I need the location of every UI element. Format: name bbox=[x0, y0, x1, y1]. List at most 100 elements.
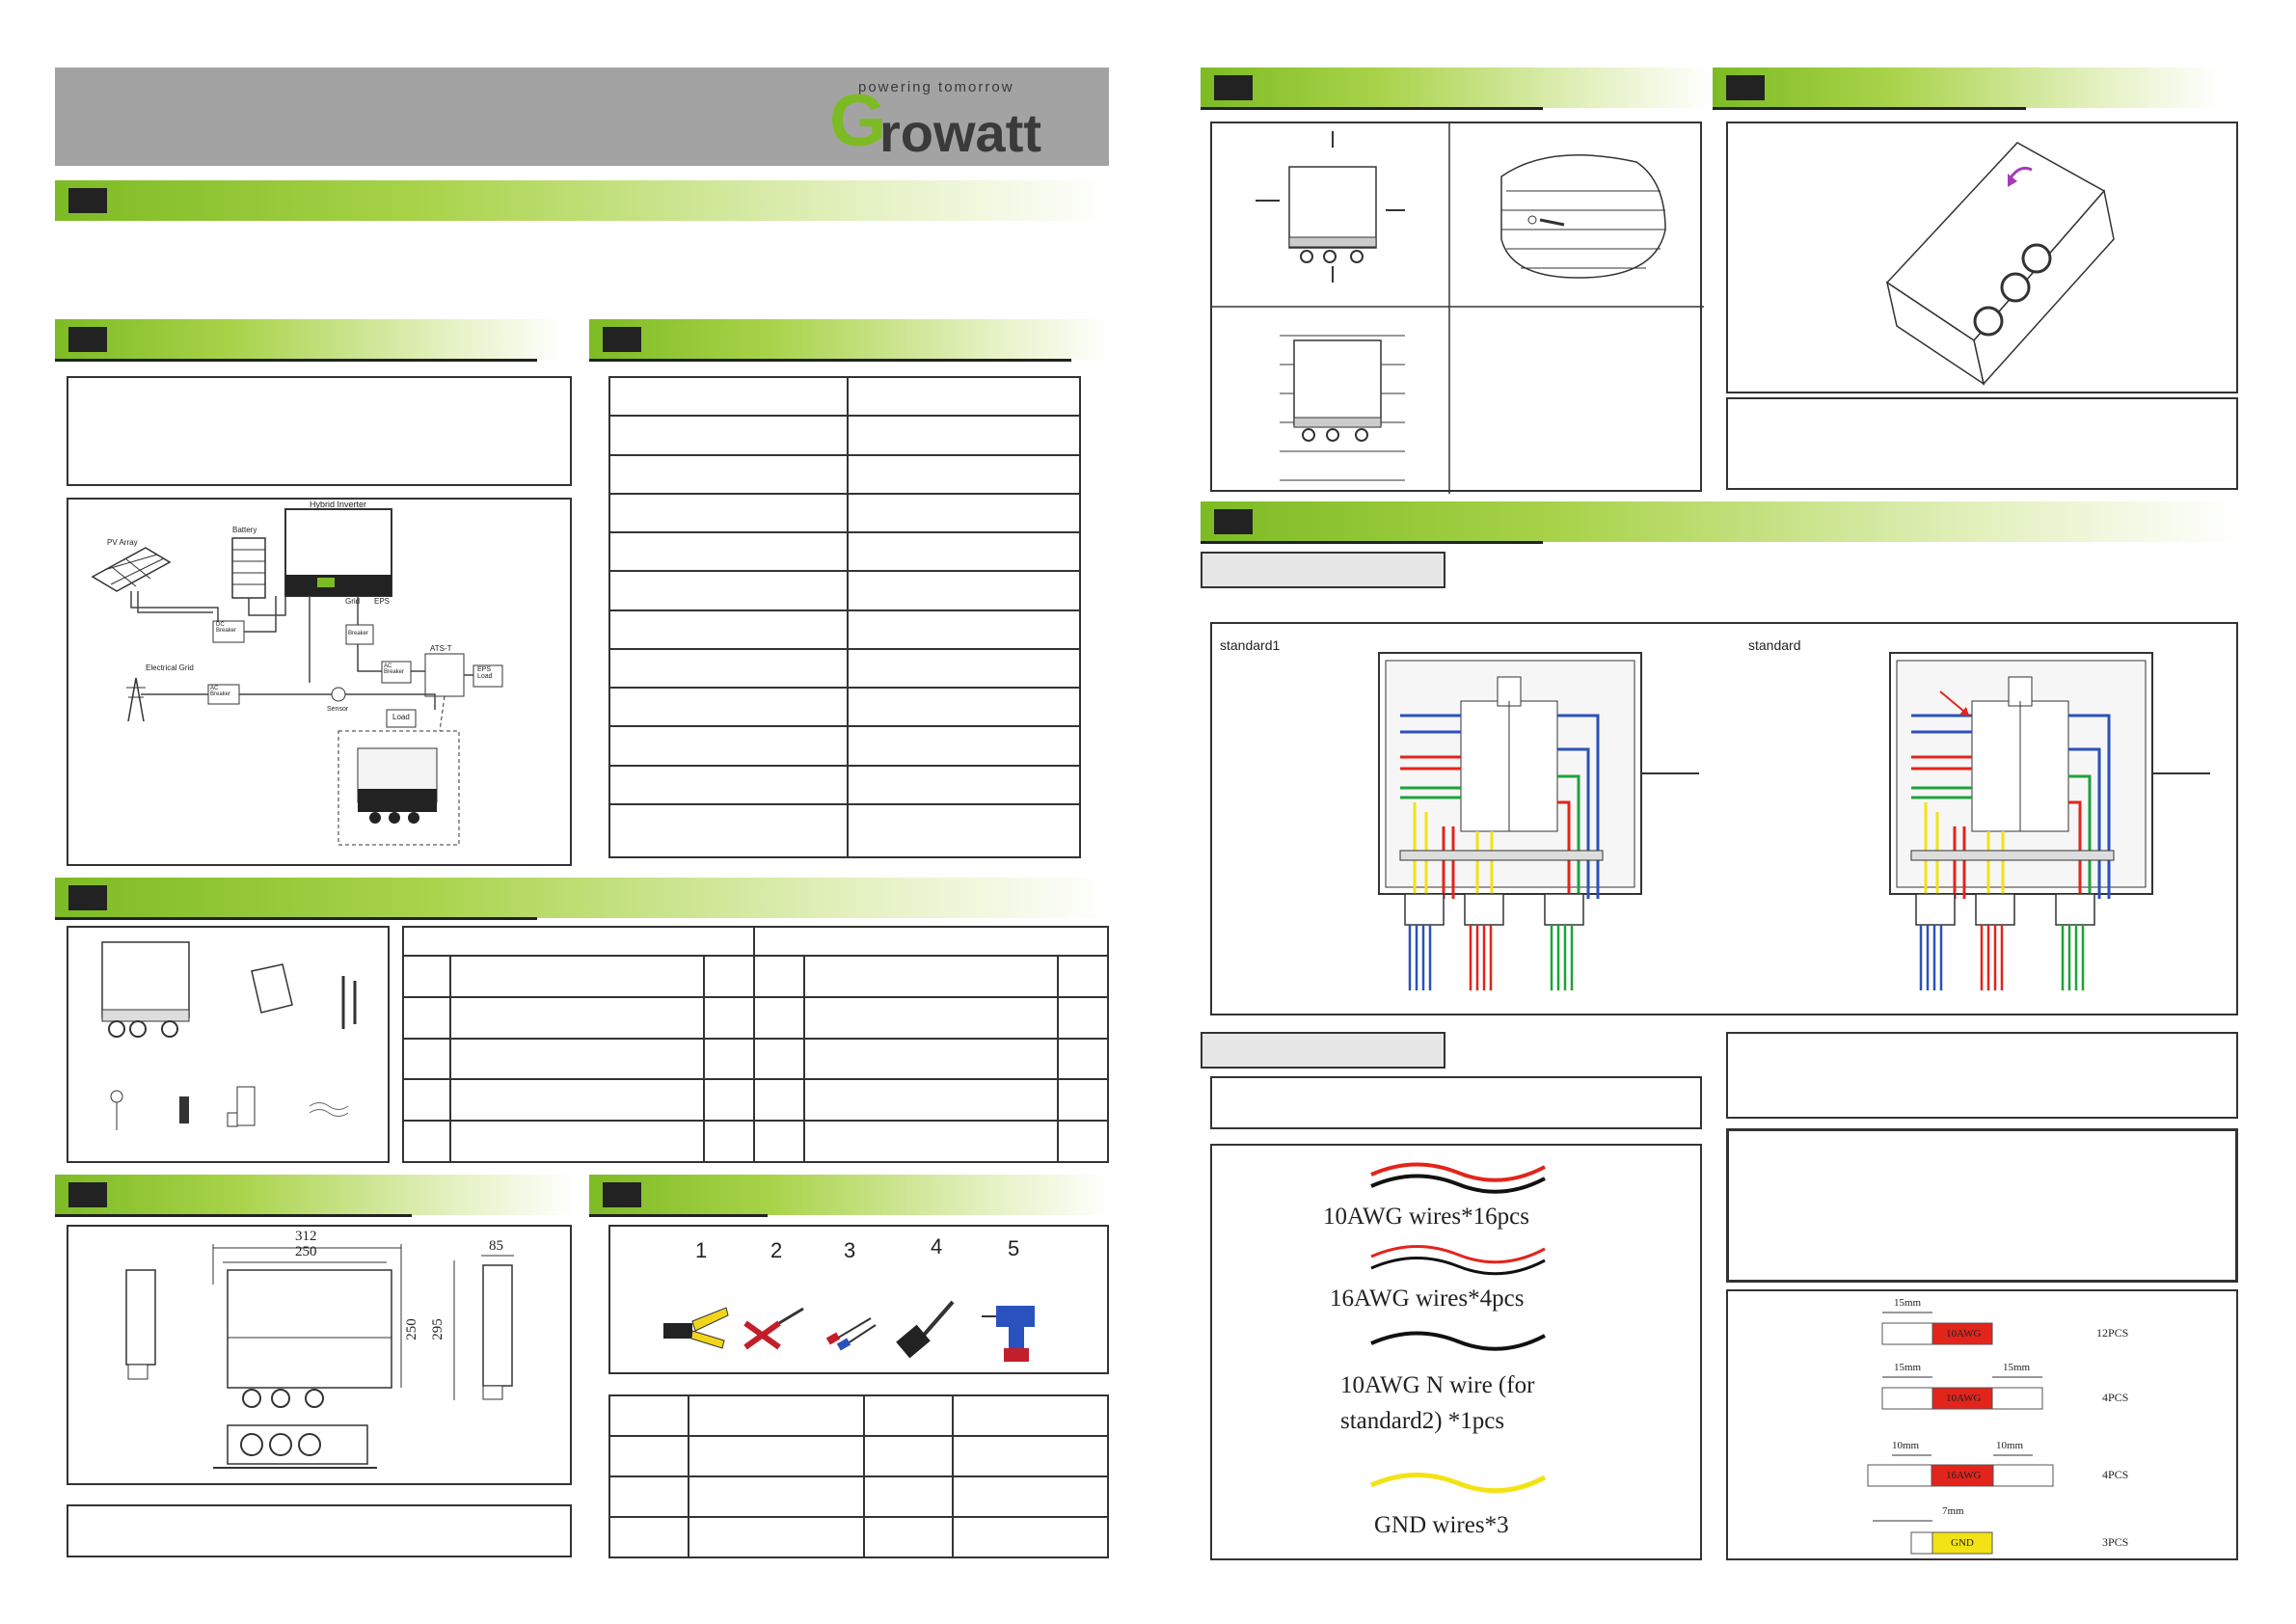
wire-list-box: 10AWG wires*16pcs 16AWG wires*4pcs 10AWG… bbox=[1210, 1144, 1702, 1560]
strip-row-3-qty: 4PCS bbox=[2102, 1468, 2129, 1481]
wire-icon bbox=[309, 1102, 349, 1117]
battery-label: Battery bbox=[232, 526, 257, 534]
wire-10awg-text: 10AWG wires*16pcs bbox=[1323, 1204, 1529, 1230]
wiring-subtitle-tab-1 bbox=[1201, 552, 1445, 588]
strip-row-1-qty: 12PCS bbox=[2096, 1326, 2129, 1340]
box-unit-icon bbox=[101, 941, 190, 1018]
eps-load-label: EPS Load bbox=[477, 666, 493, 680]
tools-table bbox=[608, 1394, 1109, 1558]
strip-row-4-label: GND bbox=[1951, 1537, 1974, 1549]
strip-length-box: 15mm 10AWG 12PCS 15mm 15mm 10AWG 4PCS 10… bbox=[1726, 1289, 2238, 1560]
fuse-icon bbox=[227, 1086, 256, 1127]
dim-height-body: 250 bbox=[403, 1318, 419, 1340]
tool-number-5: 5 bbox=[1008, 1236, 1020, 1260]
sensor-label: Sensor bbox=[327, 706, 349, 713]
open-cover-svg bbox=[1885, 142, 2115, 386]
strip-row-4-qty: 3PCS bbox=[2102, 1535, 2129, 1549]
wiring-panel-standard2 bbox=[1889, 652, 2210, 990]
right-note-box-2 bbox=[1726, 1128, 2238, 1283]
section-bar-install bbox=[1201, 68, 1712, 110]
wiring-panel-label-left: standard1 bbox=[1220, 637, 1281, 653]
breaker-label: Breaker bbox=[348, 631, 369, 636]
manual-icon bbox=[251, 963, 293, 1014]
logo-tagline: powering tomorrow bbox=[858, 79, 1014, 95]
tool-number-2: 2 bbox=[770, 1238, 783, 1262]
wire-16awg-black bbox=[1370, 1257, 1546, 1276]
section-bar-open bbox=[1713, 68, 2219, 110]
tool-number-4: 4 bbox=[931, 1234, 943, 1259]
mounting-steps-box bbox=[1210, 122, 1704, 494]
package-contents-box bbox=[67, 926, 390, 1163]
specs-table bbox=[608, 375, 1081, 858]
strip-row-3-left: 10mm bbox=[1892, 1440, 1920, 1451]
dim-depth: 85 bbox=[489, 1238, 503, 1254]
ac-breaker-label-1: AC Breaker bbox=[384, 663, 405, 675]
header-banner: powering tomorrow G rowatt bbox=[55, 68, 1109, 166]
strip-row-1-left: 15mm bbox=[1894, 1297, 1922, 1309]
wire-16awg-red bbox=[1370, 1245, 1546, 1264]
crimping-tool-icon bbox=[663, 1307, 729, 1349]
logo-name: rowatt bbox=[879, 102, 1041, 163]
logo-g: G bbox=[829, 80, 887, 162]
electrical-grid-label: Electrical Grid bbox=[146, 663, 194, 672]
system-diagram: Hybrid Inverter PV Array Battery DC Brea… bbox=[67, 498, 572, 866]
section-bar-package bbox=[55, 878, 1109, 920]
ats-switch-shape bbox=[424, 653, 465, 697]
strip-row-1 bbox=[1881, 1312, 1993, 1345]
connector-icon bbox=[179, 1096, 189, 1123]
wire-gnd-text: GND wires*3 bbox=[1374, 1512, 1509, 1538]
load-label: Load bbox=[392, 713, 410, 721]
diagram-title: Hybrid Inverter bbox=[310, 500, 367, 509]
dimensions-box: 312 250 250 295 85 bbox=[67, 1225, 572, 1485]
wiring-panel-standard1 bbox=[1378, 652, 1699, 990]
wire-gnd-yellow bbox=[1369, 1473, 1547, 1494]
pv-array-label: PV Array bbox=[107, 538, 138, 547]
section-bar-dimensions bbox=[55, 1175, 576, 1217]
pv-array-icon bbox=[91, 547, 172, 592]
strip-row-2-label: 10AWG bbox=[1946, 1393, 1982, 1404]
strip-row-2-qty: 4PCS bbox=[2102, 1391, 2129, 1404]
dim-width-body: 250 bbox=[295, 1244, 317, 1259]
strip-row-1-label: 10AWG bbox=[1946, 1328, 1982, 1340]
wiring-subtitle-tab-2 bbox=[1201, 1032, 1445, 1069]
mounting-svg bbox=[1212, 123, 1704, 494]
strip-row-3-label: 16AWG bbox=[1946, 1470, 1982, 1481]
strip-row-2-left: 15mm bbox=[1894, 1362, 1922, 1373]
strip-row-2-right: 15mm bbox=[2003, 1362, 2031, 1373]
growatt-logo: powering tomorrow G rowatt bbox=[829, 79, 1061, 163]
ats-label: ATS-T bbox=[430, 644, 452, 653]
wire-list-svg bbox=[1369, 1162, 1547, 1494]
wiring-diagram-box: standard1 standard bbox=[1210, 622, 2238, 1015]
strip-row-2 bbox=[1881, 1376, 2043, 1410]
eps-port-label: EPS bbox=[374, 597, 391, 606]
terminal-icon bbox=[110, 1090, 123, 1130]
wire-16awg-text: 16AWG wires*4pcs bbox=[1330, 1286, 1525, 1312]
dim-width-total: 312 bbox=[295, 1229, 317, 1244]
grid-port-label: Grid bbox=[345, 597, 361, 606]
dc-breaker-label: DC Breaker bbox=[216, 622, 237, 634]
wire-10awg-black bbox=[1370, 1174, 1546, 1194]
wire-stripper-icon bbox=[743, 1307, 804, 1350]
package-items-svg bbox=[101, 941, 357, 1130]
section-bar-wiring bbox=[1201, 501, 2238, 544]
right-note-box-1 bbox=[1726, 1032, 2238, 1119]
wire-prep-note-box bbox=[1210, 1076, 1702, 1129]
tool-number-3: 3 bbox=[844, 1238, 856, 1262]
strip-row-3-right: 10mm bbox=[1996, 1440, 2024, 1451]
package-table bbox=[402, 926, 1109, 1163]
box-front-1 bbox=[1288, 166, 1377, 249]
grid-tower-icon bbox=[126, 677, 146, 722]
strip-row-4-left: 7mm bbox=[1942, 1505, 1964, 1517]
front-view-shape bbox=[227, 1269, 392, 1389]
tool-number-1: 1 bbox=[695, 1238, 708, 1262]
screwdriver-icon bbox=[825, 1317, 877, 1351]
screw-icon bbox=[341, 976, 357, 1029]
tools-box: 1 2 3 4 5 bbox=[608, 1225, 1109, 1374]
wire-10awg-red bbox=[1370, 1162, 1546, 1182]
open-cover-note-box bbox=[1726, 397, 2238, 490]
wire-n-black bbox=[1370, 1331, 1546, 1351]
section-bar-tools bbox=[589, 1175, 1110, 1217]
dimensions-note-box bbox=[67, 1504, 572, 1557]
strip-length-svg bbox=[1867, 1312, 2054, 1555]
section-bar-specs bbox=[589, 319, 1110, 362]
